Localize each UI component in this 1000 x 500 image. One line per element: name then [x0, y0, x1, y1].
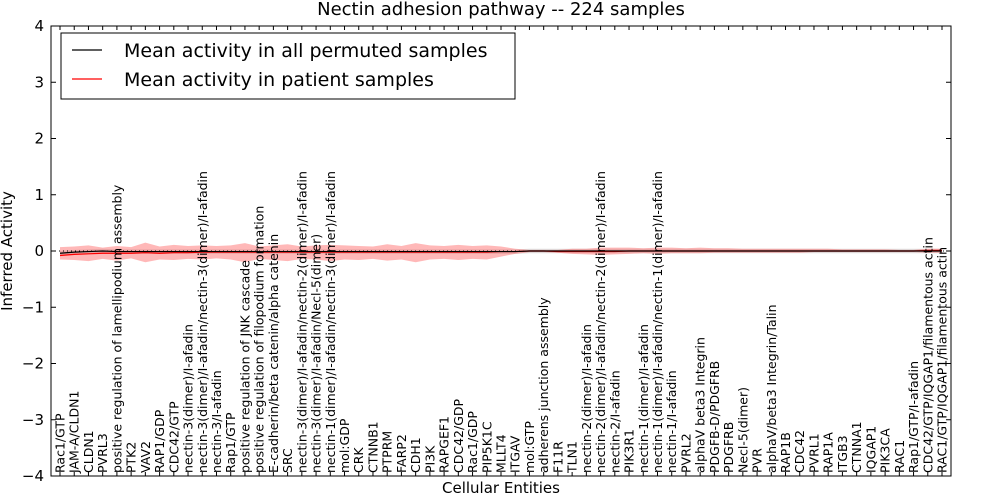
x-category-label: PVRL3 [95, 433, 110, 473]
x-category-label: nectin-2(dimer)/I-afadin [579, 324, 594, 473]
y-axis: −4 −3 −2 −1 0 1 2 3 4 [22, 17, 951, 485]
x-category-label: RAP1/GDP [152, 409, 167, 473]
x-category-label: positive regulation of JNK cascade [237, 260, 252, 473]
x-category-label: nectin-3/I-afadin [209, 370, 224, 473]
x-axis-title: Cellular Entities [442, 479, 560, 497]
x-category-label: nectin-1(dimer)/I-afadin/nectin-1(dimer)… [650, 171, 665, 473]
chart-title: Nectin adhesion pathway -- 224 samples [317, 0, 685, 20]
x-category-label: PTK2 [124, 442, 139, 473]
x-category-label: CDC42/GTP [166, 401, 181, 473]
x-category-label: PTPRM [380, 431, 395, 473]
x-category-label: TLN1 [565, 441, 580, 474]
x-category-label: ITGB3 [835, 435, 850, 473]
y-tick-label: 4 [34, 17, 44, 35]
x-category-label: PIK3R1 [622, 429, 637, 473]
x-category-label: PVRL2 [678, 433, 693, 473]
x-category-label: PIP5K1C [479, 421, 494, 473]
x-category-label: CLDN1 [81, 430, 96, 473]
x-category-label: mol:GTP [522, 421, 537, 473]
x-category-label: Rac1/GTP [53, 413, 68, 473]
plot-area [51, 242, 951, 263]
x-category-label: PDGFB-D/PDGFRB [707, 361, 722, 473]
legend-label-permuted: Mean activity in all permuted samples [124, 40, 487, 62]
legend-box [60, 32, 516, 100]
y-tick-label: −4 [22, 467, 44, 485]
x-category-label: RAP1A [821, 432, 836, 473]
x-category-label: PIK3CA [878, 428, 893, 473]
x-category-label: positive regulation of lamellipodium ass… [109, 184, 124, 473]
x-category-label: MLLT4 [494, 434, 509, 473]
x-category-label: CDH1 [408, 437, 423, 473]
x-category-label: PVRL1 [806, 433, 821, 473]
x-category-label: CTNNB1 [365, 421, 380, 473]
legend: Mean activity in all permuted samples Me… [60, 32, 516, 100]
x-category-label: mol:GDP [337, 418, 352, 473]
x-category-label: Rac1/GDP [465, 411, 480, 473]
permuted-series-line [59, 250, 942, 254]
x-category-label: F11R [550, 441, 565, 473]
y-tick-label: 1 [34, 186, 44, 204]
x-category-label: CRK [351, 447, 366, 473]
x-category-label: FARP2 [394, 434, 409, 473]
x-category-label: JAM-A/CLDN1 [67, 391, 82, 474]
x-category-label: adherens junction assembly [536, 297, 551, 473]
x-category-label: nectin-3(dimer)/I-afadin/Necl-5(dimer) [309, 234, 324, 473]
x-category-label: CDC42/GTP/IQGAP1/filamentous actin [920, 237, 935, 473]
x-category-label: Necl-5(dimer) [735, 387, 750, 473]
x-category-label: PDGFRB [721, 422, 736, 473]
x-category-label: alphaV beta3 Integrin [693, 337, 708, 473]
x-category-label: CDC42 [792, 430, 807, 473]
x-category-label: nectin-1/I-afadin [664, 370, 679, 473]
x-category-label: ITGAV [508, 435, 523, 473]
x-category-label: VAV2 [138, 441, 153, 473]
y-tick-label: −3 [22, 411, 44, 429]
x-category-label: SRC [280, 448, 295, 473]
y-tick-label: −2 [22, 355, 44, 373]
x-category-label: PVR [750, 448, 765, 473]
x-category-label: nectin-1(dimer)/I-afadin/nectin-3(dimer)… [323, 171, 338, 473]
x-category-label: RAC1/GTP/IQGAP1/filamentous actin [935, 247, 950, 473]
x-category-label: nectin-3(dimer)/I-afadin/nectin-2(dimer)… [294, 171, 309, 473]
x-category-label: nectin-2/I-afadin [607, 370, 622, 473]
y-tick-label: 3 [34, 73, 44, 91]
x-category-label: alphaV/beta3 Integrin/Talin [764, 305, 779, 474]
x-category-label: CDC42/GDP [451, 398, 466, 473]
x-category-label: RAP1B [778, 432, 793, 473]
x-category-label: RAC1 [892, 440, 907, 473]
x-category-label: CTNNA1 [849, 421, 864, 473]
y-tick-label: −1 [22, 298, 44, 316]
x-category-label: Rap1/GTP [223, 412, 238, 473]
x-category-label: nectin-2(dimer)/I-afadin/nectin-2(dimer)… [593, 171, 608, 473]
x-category-label: PI3K [422, 445, 437, 473]
y-tick-label: 0 [34, 242, 44, 260]
y-axis-title: Inferred Activity [0, 191, 16, 311]
x-category-label: nectin-1(dimer)/I-afadin [636, 324, 651, 473]
y-tick-label: 2 [34, 130, 44, 148]
x-category-label: positive regulation of filopodium format… [252, 206, 267, 473]
x-category-label: IQGAP1 [863, 426, 878, 473]
legend-label-patient: Mean activity in patient samples [124, 69, 434, 91]
x-category-label: E-cadherin/beta catenin/alpha catenin [266, 234, 281, 473]
x-category-label: nectin-3(dimer)/I-afadin [181, 324, 196, 473]
x-category-label: RAPGEF1 [437, 416, 452, 473]
x-category-label: nectin-3(dimer)/I-afadin/nectin-3(dimer)… [195, 171, 210, 473]
patient-band [60, 242, 942, 263]
x-category-label: Rap1/GTP/I-afadin [906, 361, 921, 473]
